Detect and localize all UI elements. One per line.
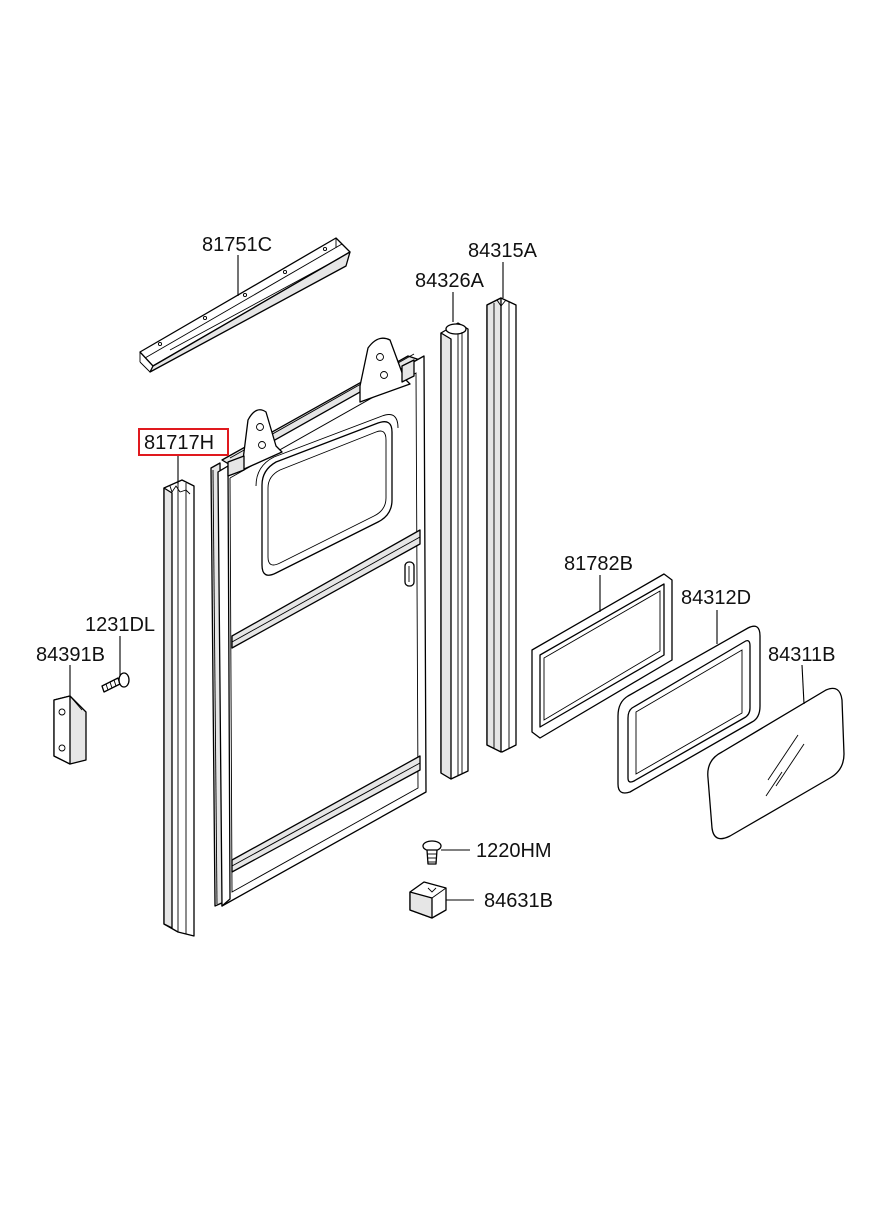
part-84391B-plate: [53, 695, 87, 765]
label-84312D[interactable]: 84312D: [681, 587, 751, 609]
part-84631B-block: [409, 881, 447, 919]
part-1231DL-screw: [101, 672, 130, 693]
part-81717H-strip: [163, 479, 195, 937]
part-84315A-strip: [486, 297, 517, 753]
label-84391B[interactable]: 84391B: [36, 644, 105, 666]
part-1220HM-screw: [422, 840, 442, 865]
leader-84311B: [801, 664, 805, 705]
label-81751C[interactable]: 81751C: [202, 234, 272, 256]
part-81782B-seal: [531, 573, 673, 739]
part-84311B-glass: [707, 687, 845, 840]
label-84315A[interactable]: 84315A: [468, 240, 538, 262]
part-84326A-strip: [440, 322, 469, 780]
door-panel-assembly: [210, 337, 427, 907]
label-1231DL[interactable]: 1231DL: [85, 614, 155, 636]
part-84312D-frame: [617, 625, 761, 794]
label-81782B[interactable]: 81782B: [564, 553, 633, 575]
label-84311B[interactable]: 84311B: [768, 644, 835, 666]
highlight-box-81717H: [138, 428, 229, 456]
label-84326A[interactable]: 84326A: [415, 270, 485, 292]
part-81751C-rail: [139, 237, 351, 373]
label-81717H[interactable]: 81717H: [144, 432, 214, 454]
label-1220HM[interactable]: 1220HM: [476, 840, 552, 862]
label-84631B[interactable]: 84631B: [484, 890, 553, 912]
